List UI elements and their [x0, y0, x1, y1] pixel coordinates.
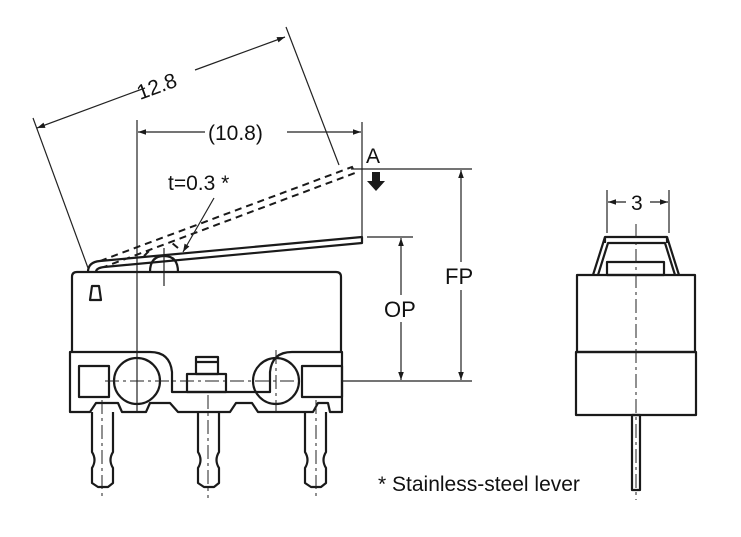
dimension-lever-length: 12.8 — [32, 26, 340, 269]
dimension-actuator-width: 3 — [606, 190, 670, 233]
lever-length-label: 12.8 — [134, 69, 180, 105]
switch-body-front — [68, 254, 344, 414]
dimension-fp-op: FP OP — [342, 168, 473, 382]
centerlines-front — [101, 120, 317, 498]
terminals-front — [90, 412, 328, 489]
actuation-direction: A — [366, 145, 385, 191]
dimension-lever-reference: (10.8) — [138, 122, 363, 243]
operating-position-label: OP — [384, 297, 416, 322]
down-arrow-icon — [367, 172, 385, 191]
actuator-width-label: 3 — [631, 192, 643, 215]
footnote: * Stainless-steel lever — [378, 473, 580, 496]
dimension-lever-thickness: t=0.3 * — [168, 172, 229, 253]
free-position-label: FP — [445, 264, 473, 289]
switch-body-side — [574, 224, 698, 500]
lever-thickness-label: t=0.3 * — [168, 172, 229, 195]
actuation-label: A — [366, 145, 380, 168]
lever-reference-label: (10.8) — [208, 122, 263, 145]
polarity-mark — [88, 284, 103, 302]
